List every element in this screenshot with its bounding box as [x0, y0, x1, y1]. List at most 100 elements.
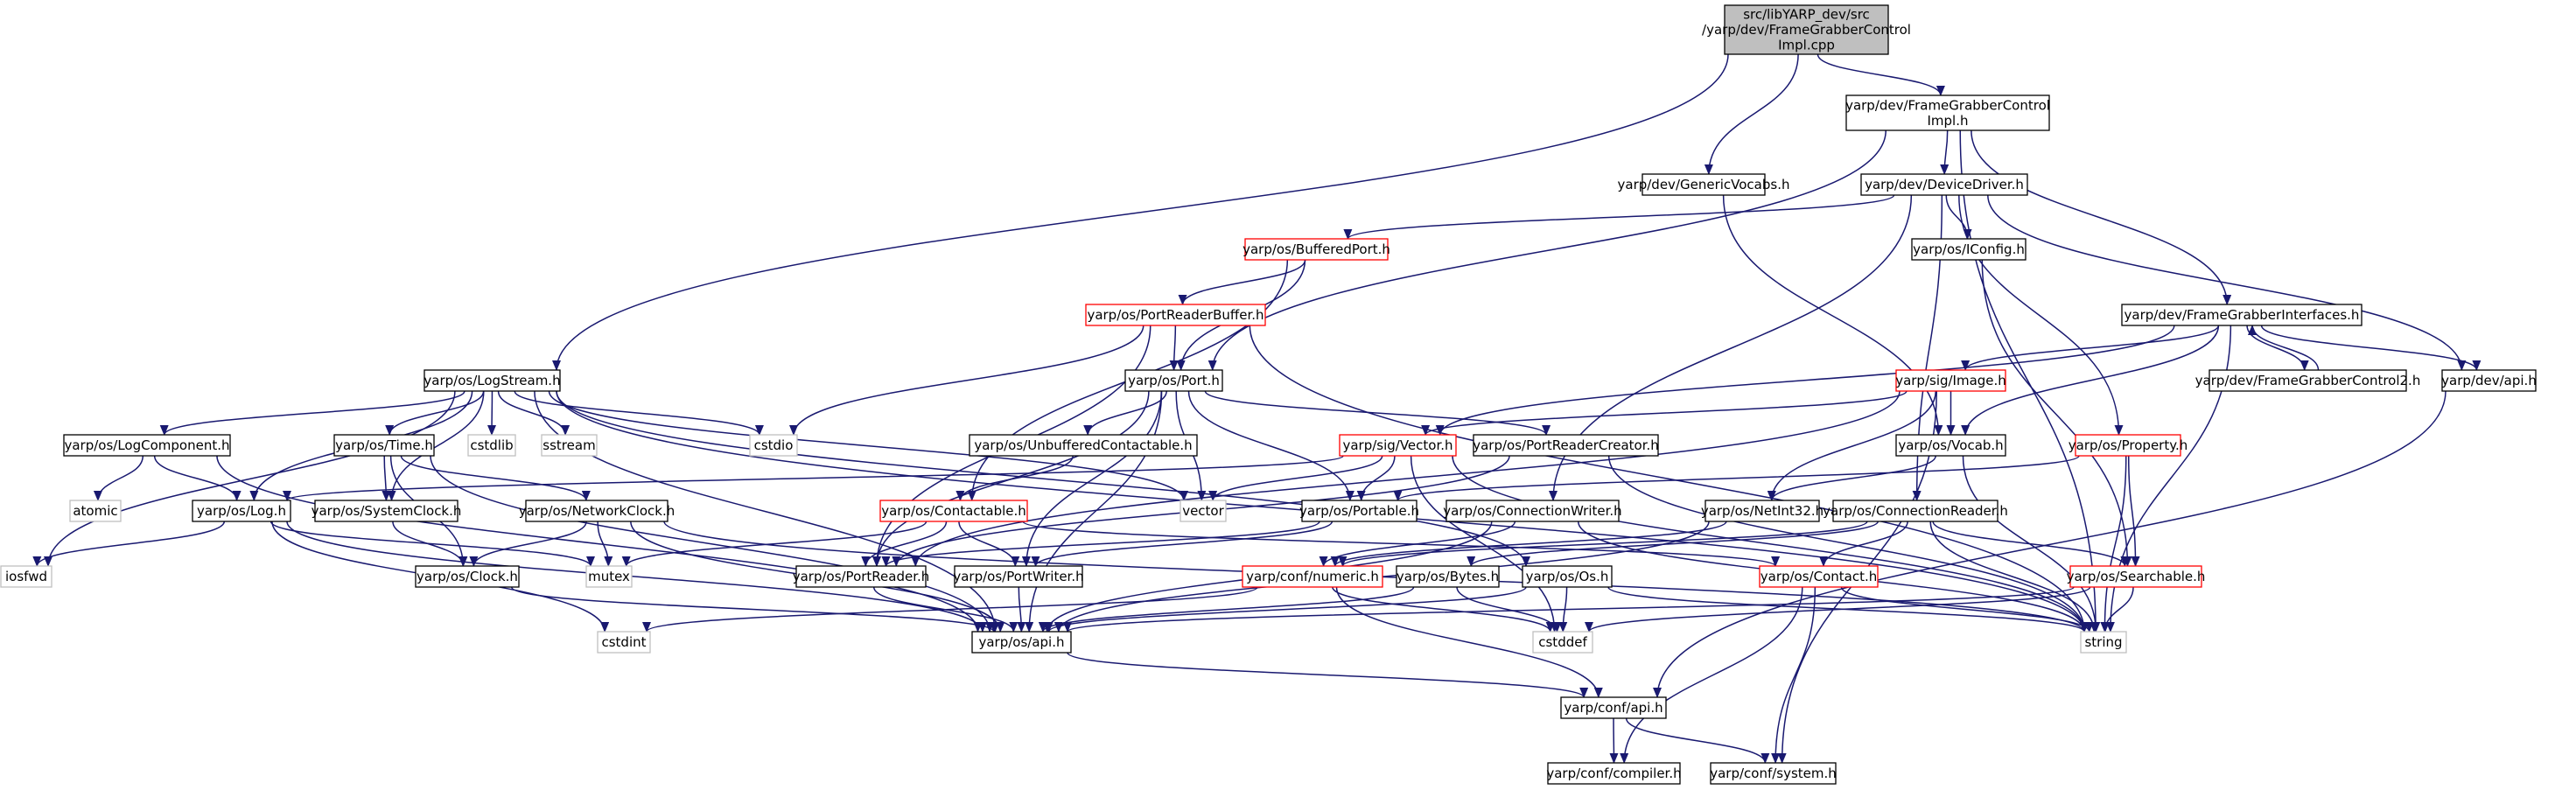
node-label: yarp/os/PortReaderBuffer.h: [1087, 307, 1264, 323]
node-systemclock[interactable]: yarp/os/SystemClock.h: [312, 500, 462, 522]
node-sstream: sstream: [541, 434, 598, 457]
node-searchable[interactable]: yarp/os/Searchable.h: [2067, 565, 2206, 588]
node-mutex: mutex: [585, 565, 633, 588]
edge-root-to-logstream: [552, 53, 1729, 371]
edge-portreaderbuffer-to-string: [1249, 325, 2089, 633]
node-cstdlib: cstdlib: [467, 434, 516, 457]
node-label: iosfwd: [5, 569, 47, 584]
node-log[interactable]: yarp/os/Log.h: [192, 500, 291, 522]
node-portreadercreator[interactable]: yarp/os/PortReaderCreator.h: [1473, 434, 1659, 457]
node-compiler[interactable]: yarp/conf/compiler.h: [1546, 762, 1682, 785]
node-box: [1860, 173, 2028, 196]
node-cstdint: cstdint: [597, 631, 651, 654]
node-label: yarp/dev/FrameGrabberControl: [1845, 97, 2050, 113]
node-contact[interactable]: yarp/os/Contact.h: [1759, 565, 1879, 588]
node-numeric[interactable]: yarp/conf/numeric.h: [1242, 565, 1383, 588]
node-label: yarp/os/Os.h: [1526, 569, 1609, 584]
node-box: [0, 565, 52, 588]
node-box: [467, 434, 516, 457]
edge-contact-to-compiler: [1620, 586, 1803, 764]
node-confapi[interactable]: yarp/conf/api.h: [1560, 696, 1667, 719]
edge-connectionreader-to-searchable: [1932, 521, 2130, 567]
edge-image-to-vector: [1421, 390, 1908, 436]
node-box: [2075, 434, 2181, 457]
node-fgint[interactable]: yarp/dev/FrameGrabberInterfaces.h: [2121, 304, 2362, 326]
node-root[interactable]: src/libYARP_dev/src/yarp/dev/FrameGrabbe…: [1702, 4, 1911, 55]
node-label: yarp/os/LogStream.h: [424, 373, 560, 388]
node-portable[interactable]: yarp/os/Portable.h: [1299, 500, 1419, 522]
node-label: cstdlib: [470, 437, 513, 453]
node-box: [954, 565, 1083, 588]
node-os[interactable]: yarp/os/Os.h: [1522, 565, 1613, 588]
node-label: Impl.h: [1928, 113, 1969, 129]
node-netint32[interactable]: yarp/os/NetInt32.h: [1701, 500, 1824, 522]
node-portwriter[interactable]: yarp/os/PortWriter.h: [953, 565, 1084, 588]
node-property[interactable]: yarp/os/Property.h: [2068, 434, 2188, 457]
node-bufferedport[interactable]: yarp/os/BufferedPort.h: [1242, 238, 1390, 261]
node-box: [1911, 238, 2026, 261]
node-label: yarp/os/IConfig.h: [1913, 241, 2025, 257]
node-box: [415, 565, 520, 588]
edge-log-to-mutex: [270, 521, 595, 567]
node-port[interactable]: yarp/os/Port.h: [1124, 369, 1223, 392]
edge-contactable-to-portwriter: [958, 521, 1020, 567]
edge-devicedriver-to-iconfig: [1945, 194, 1972, 240]
node-box: [1339, 434, 1457, 457]
edge-clock-to-osapi: [510, 586, 998, 633]
edge-root-to-fgci_h: [1816, 53, 1945, 96]
edge-connectionreader-to-string: [1929, 521, 2099, 633]
edge-portreadercreator-to-string: [1607, 455, 2089, 633]
node-label: yarp/os/ConnectionWriter.h: [1443, 503, 1621, 519]
node-bytes[interactable]: yarp/os/Bytes.h: [1396, 565, 1500, 588]
node-iconfig[interactable]: yarp/os/IConfig.h: [1911, 238, 2026, 261]
edge-portable-to-portreader: [881, 521, 1320, 567]
node-vocab[interactable]: yarp/os/Vocab.h: [1895, 434, 2006, 457]
edge-log-to-osapi: [286, 521, 987, 633]
node-osapi[interactable]: yarp/os/api.h: [971, 631, 1072, 654]
node-label: yarp/os/LogComponent.h: [64, 437, 229, 453]
node-logstream[interactable]: yarp/os/LogStream.h: [424, 369, 561, 392]
node-connectionreader[interactable]: yarp/os/ConnectionReader.h: [1823, 500, 2008, 522]
edge-fgci_h-to-fgint: [1970, 129, 2232, 305]
node-box: [1446, 500, 1620, 522]
edge-iconfig-to-searchable: [1981, 259, 2132, 567]
node-genvocabs[interactable]: yarp/dev/GenericVocabs.h: [1618, 173, 1790, 196]
node-label: yarp/os/Clock.h: [416, 569, 518, 584]
edge-fgc2-to-fgint: [2248, 325, 2320, 371]
edge-property-to-searchable: [2127, 455, 2140, 567]
node-unbuffered[interactable]: yarp/os/UnbufferedContactable.h: [969, 434, 1198, 457]
dependency-edges: [32, 53, 2482, 764]
node-image[interactable]: yarp/sig/Image.h: [1895, 369, 2006, 392]
node-clock[interactable]: yarp/os/Clock.h: [415, 565, 520, 588]
node-iosfwd: iosfwd: [0, 565, 52, 588]
node-vector[interactable]: yarp/sig/Vector.h: [1339, 434, 1457, 457]
node-devicedriver[interactable]: yarp/dev/DeviceDriver.h: [1860, 173, 2028, 196]
edge-portreaderbuffer-to-cstdio: [789, 325, 1144, 436]
node-connectionwriter[interactable]: yarp/os/ConnectionWriter.h: [1443, 500, 1622, 522]
edge-numeric-to-cstddef: [1332, 586, 1555, 633]
node-label: yarp/conf/api.h: [1564, 700, 1662, 716]
edge-time-to-osapi: [430, 455, 994, 633]
node-fgc2[interactable]: yarp/dev/FrameGrabberControl2.h: [2195, 369, 2421, 392]
node-networkclock[interactable]: yarp/os/NetworkClock.h: [519, 500, 676, 522]
node-contactable[interactable]: yarp/os/Contactable.h: [879, 500, 1028, 522]
edge-image-to-netint32: [1767, 390, 1937, 501]
edge-image-to-portreader: [911, 390, 1900, 567]
node-box: [1642, 173, 1766, 196]
node-label: yarp/os/UnbufferedContactable.h: [974, 437, 1192, 453]
node-portreaderbuffer[interactable]: yarp/os/PortReaderBuffer.h: [1085, 304, 1266, 326]
node-time[interactable]: yarp/os/Time.h: [333, 434, 435, 457]
node-box: [879, 500, 1028, 522]
node-label: yarp/os/Contact.h: [1760, 569, 1878, 584]
edge-networkclock-to-clock: [469, 521, 587, 567]
node-devapi[interactable]: yarp/dev/api.h: [2441, 369, 2537, 392]
edge-port-to-osapi: [1025, 390, 1163, 633]
node-label: atomic: [73, 503, 117, 519]
edge-vector-to-log: [283, 455, 1344, 501]
node-logcomponent[interactable]: yarp/os/LogComponent.h: [63, 434, 231, 457]
node-system[interactable]: yarp/conf/system.h: [1710, 762, 1837, 785]
node-box: [1085, 304, 1266, 326]
node-portreader[interactable]: yarp/os/PortReader.h: [793, 565, 930, 588]
